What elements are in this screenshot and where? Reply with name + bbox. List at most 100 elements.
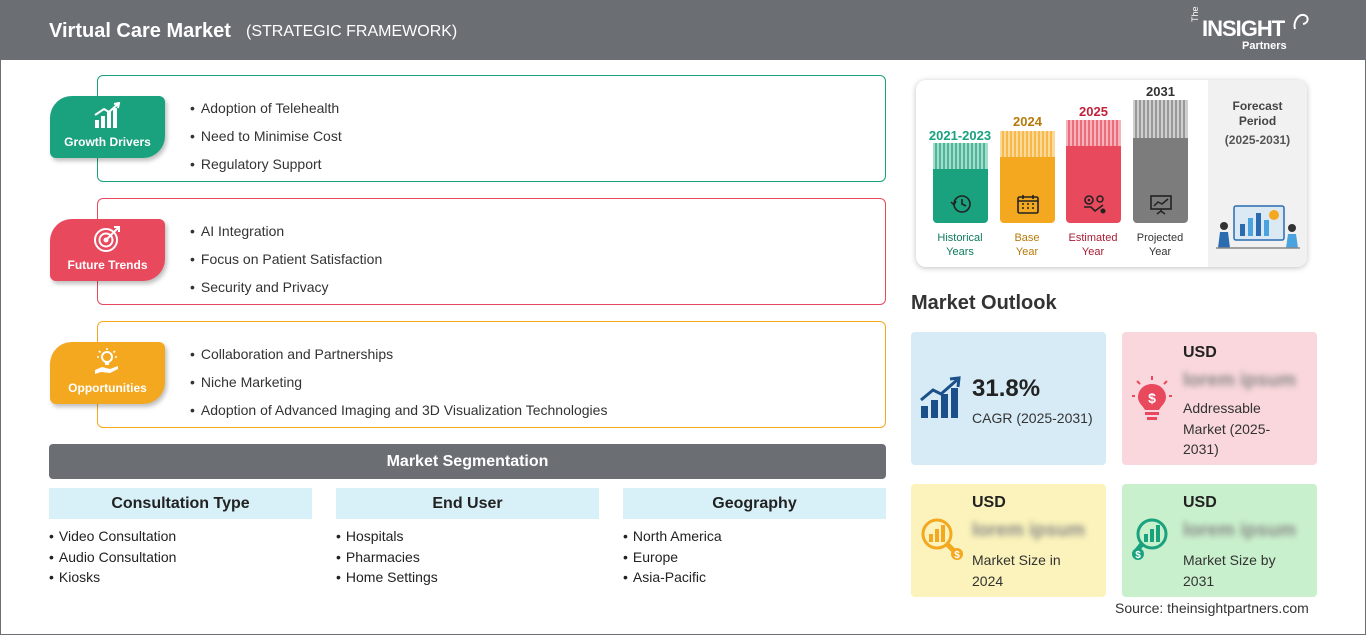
description-line: Market Size by [1183,552,1276,568]
bar-chart-growth-icon [94,102,121,128]
analytics-people-icon [1216,205,1300,249]
usd-label: USD [1183,344,1217,361]
source-credit: Source: theinsightpartners.com [1115,600,1309,616]
segment-heading: Geography [623,488,886,519]
year-label: 2021-2023 [928,128,992,143]
logo-insight-text: INSIGHT [1202,16,1285,41]
list-item: Pharmacies [336,547,599,568]
blurred-value: lorem ipsum [972,520,1085,541]
segment-consultation-type: Consultation Type Video Consultation Aud… [49,488,312,588]
list-item: AI Integration [190,217,382,245]
logo-swoosh-icon [1293,13,1309,30]
bar-caption: Base Year [992,231,1062,259]
segmentation-title: Market Segmentation [49,444,886,479]
list-item: Video Consultation [49,526,312,547]
growth-drivers-tag: Growth Drivers [50,96,165,158]
bar-caption-line: Year [1148,246,1172,258]
year-label: 2031 [1146,84,1175,99]
market-outlook-title: Market Outlook [911,292,1057,314]
timeline-panel: Forecast Period (2025-2031) 2021-2023 [916,80,1307,267]
magnifier-chart-icon: $ [921,518,963,561]
page-subtitle: (STRATEGIC FRAMEWORK) [246,23,458,40]
list-item: Need to Minimise Cost [190,122,342,150]
addressable-market-card: $ USD lorem ipsum Addressable Market (20… [1122,332,1317,465]
market-size-2031-description: Market Size by 2031 [1183,550,1276,591]
magnifier-chart-icon: $ [1132,518,1168,561]
bar-caption-line: Year [1081,246,1105,258]
segment-geography: Geography North America Europe Asia-Paci… [623,488,886,588]
bar-caption-line: Years [946,246,974,258]
bar-caption-line: Historical [937,232,983,244]
svg-text:$: $ [1148,390,1156,406]
bar-stripes [1000,131,1055,157]
svg-text:$: $ [954,550,960,561]
list-item: Kiosks [49,567,312,588]
list-item: Audio Consultation [49,547,312,568]
insight-partners-logo: The INSIGHT Partners [1190,6,1310,54]
list-item: Security and Privacy [190,273,382,301]
bar-stripes [1133,100,1188,138]
segment-end-user: End User Hospitals Pharmacies Home Setti… [336,488,599,588]
forecast-period-range: (2025-2031) [1224,133,1291,147]
usd-label: USD [1183,494,1217,511]
description-line: Addressable [1183,400,1261,416]
usd-label: USD [972,494,1006,511]
logo-the-text: The [1190,6,1200,22]
growth-chart-icon [920,376,961,418]
market-size-2024-card: $ USD lorem ipsum Market Size in 2024 [911,484,1106,597]
bar-stripes [933,143,988,169]
tag-label: Opportunities [68,381,147,395]
list-item: Adoption of Telehealth [190,94,342,122]
presentation-board-icon [1150,195,1172,215]
cagr-value: 31.8% [972,375,1041,402]
calendar-icon [1017,195,1039,214]
list-item: Adoption of Advanced Imaging and 3D Visu… [190,396,608,424]
opportunities-tag: Opportunities [50,342,165,404]
year-label: 2024 [1013,114,1042,129]
timeline-bar [1000,131,1055,223]
growth-drivers-box: Adoption of Telehealth Need to Minimise … [97,75,886,182]
forecast-period-label: Forecast Period [1232,99,1283,128]
list-item: Asia-Pacific [623,567,886,588]
history-clock-icon [950,195,971,213]
lightbulb-dollar-icon: $ [1132,376,1172,420]
lightbulb-hand-icon [95,348,118,374]
bar-caption-line: Projected [1136,232,1184,244]
year-label: 2025 [1079,104,1108,119]
description-line: 2031) [1183,441,1219,457]
description-line: 2031 [1183,572,1215,589]
header-bar: Virtual Care Market (STRATEGIC FRAMEWORK… [0,0,1366,60]
tag-label: Future Trends [67,258,148,272]
description-line: 2024 [972,572,1004,589]
timeline-bar [1066,120,1121,223]
page-title: Virtual Care Market [49,20,231,42]
bar-stripes [1066,120,1121,146]
list-item: Europe [623,547,886,568]
list-item: Home Settings [336,567,599,588]
bar-caption-line: Estimated [1068,232,1118,244]
list-item: Niche Marketing [190,368,607,396]
cagr-label: CAGR (2025-2031) [972,410,1093,426]
bar-caption-line: Base [1014,232,1040,244]
market-size-2031-card: $ USD lorem ipsum Market Size by 2031 [1122,484,1317,597]
bar-caption: Historical Years [925,231,995,259]
market-size-2024-description: Market Size in 2024 [972,550,1061,591]
cagr-card: 31.8% CAGR (2025-2031) [911,332,1106,465]
addressable-description: Addressable Market (2025- 2031) [1183,398,1270,460]
future-trends-box: AI Integration Focus on Patient Satisfac… [97,198,886,305]
bar-caption-line: Year [1015,246,1039,258]
bar-caption: Projected Year [1125,231,1195,259]
gears-chart-icon [1084,195,1106,214]
forecast-period-panel: Forecast Period (2025-2031) [1208,80,1307,267]
future-trends-tag: Future Trends [50,219,165,281]
description-line: Market Size in [972,552,1061,568]
opportunities-box: Collaboration and Partnerships Niche Mar… [97,321,886,428]
list-item: Regulatory Support [190,150,342,178]
timeline-bar [933,143,988,223]
segment-heading: Consultation Type [49,488,312,519]
list-item: Focus on Patient Satisfaction [190,245,382,273]
timeline-bar [1133,100,1188,223]
target-icon [94,226,120,252]
list-item: Hospitals [336,526,599,547]
list-item: North America [623,526,886,547]
